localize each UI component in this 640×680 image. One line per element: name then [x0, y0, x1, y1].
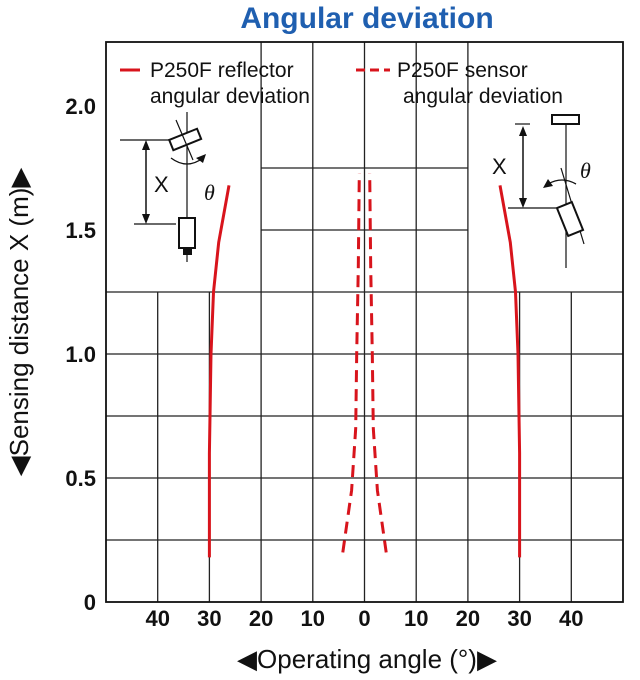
distance-arrow-head-top	[142, 140, 150, 150]
distance-label: X	[154, 172, 169, 197]
reflector-deviation-diagram: X θ	[120, 112, 215, 262]
reflector-series-line-right	[498, 185, 522, 558]
y-tick-label: 1.0	[65, 342, 96, 367]
angle-arc-arrow	[543, 179, 553, 188]
series-layer	[207, 172, 522, 558]
reflector-shape	[551, 114, 580, 125]
legend: P250F reflector angular deviation P250F se…	[120, 59, 563, 108]
sensor-shape	[555, 200, 585, 238]
legend-label-reflector-line1: P250F reflector	[150, 59, 294, 82]
angle-label: θ	[580, 158, 591, 183]
distance-arrow-head-top	[519, 126, 527, 136]
distance-arrow-head-bottom	[142, 214, 150, 224]
angle-arc	[547, 179, 577, 185]
chart-title: Angular deviation	[240, 2, 493, 35]
y-tick-label: 2.0	[65, 94, 96, 119]
x-tick-label: 40	[145, 606, 169, 631]
angle-label: θ	[204, 180, 215, 205]
sensor-cable	[183, 248, 192, 255]
sensor-series-line-right	[368, 172, 388, 553]
y-axis-label: ◀Sensing distance X (m)▶	[4, 168, 34, 477]
legend-label-sensor-line2: angular deviation	[403, 85, 563, 108]
sensor-shape	[178, 217, 196, 249]
x-axis-label: ◀Operating angle (°)▶	[237, 644, 497, 674]
x-tick-label: 30	[197, 606, 221, 631]
reflector-shape	[167, 127, 203, 152]
sensor-deviation-diagram: X θ	[492, 114, 591, 268]
x-tick-label: 10	[301, 606, 325, 631]
x-tick-label: 10	[404, 606, 428, 631]
plot-border	[105, 41, 624, 603]
distance-label: X	[492, 154, 507, 179]
x-tick-label: 20	[249, 606, 273, 631]
legend-label-sensor-line1: P250F sensor	[397, 59, 528, 82]
tilted-axis-line	[175, 119, 194, 161]
y-tick-label: 0.5	[65, 466, 96, 491]
x-tick-label: 0	[358, 606, 370, 631]
sensor-series-line-left	[341, 172, 361, 553]
x-tick-label: 20	[456, 606, 480, 631]
y-tick-label: 0	[84, 590, 96, 615]
x-tick-label: 40	[559, 606, 583, 631]
y-tick-labels: 0 0.5 1.0 1.5 2.0	[65, 94, 96, 615]
grid	[106, 42, 623, 602]
y-tick-label: 1.5	[65, 218, 96, 243]
x-tick-label: 30	[507, 606, 531, 631]
legend-label-reflector-line2: angular deviation	[150, 85, 310, 108]
plot-frame	[105, 41, 624, 603]
x-tick-labels: 40 30 20 10 0 10 20 30 40	[145, 606, 583, 631]
reflector-series-line-left	[207, 185, 231, 558]
angle-arc-arrow	[196, 154, 206, 163]
distance-arrow-head-bottom	[519, 198, 527, 208]
